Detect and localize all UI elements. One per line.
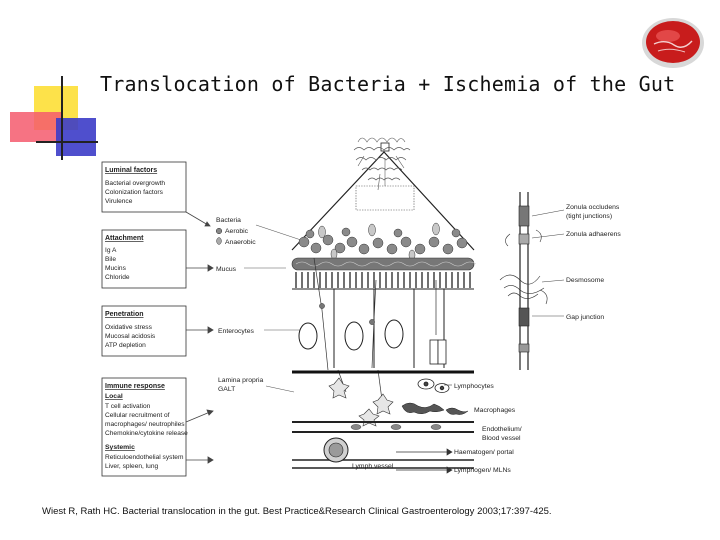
label-blood-vessel: Blood vessel xyxy=(482,435,521,442)
label-macrophages: Macrophages xyxy=(474,407,516,414)
box-luminal-heading: Luminal factors xyxy=(105,167,157,174)
box-luminal-line: Bacterial overgrowth xyxy=(105,180,165,187)
legend-aerobic-dot xyxy=(215,227,223,235)
microvilli xyxy=(295,272,471,288)
decor-pink-bar xyxy=(10,112,62,142)
box-immune-systemic: Systemic xyxy=(105,444,135,451)
box-attachment-line: Ig A xyxy=(105,247,117,254)
box-penetration-line: Oxidative stress xyxy=(105,324,153,331)
label-tight-junctions: (tight junctions) xyxy=(566,213,612,220)
box-immune-line: Cellular recruitment of xyxy=(105,412,170,419)
label-endothelium: Endothelium/ xyxy=(482,426,522,433)
decor-vertical-line xyxy=(61,76,63,160)
label-aerobic: Aerobic xyxy=(225,228,249,235)
label-gap-junction: Gap junction xyxy=(566,314,604,321)
label-anaerobic: Anaerobic xyxy=(225,239,256,246)
label-lymph-vessel: Lymph vessel xyxy=(352,463,394,470)
box-immune-line: T cell activation xyxy=(105,403,151,410)
box-attachment-line: Chloride xyxy=(105,274,130,281)
label-zonula-occludens: Zonula occludens xyxy=(566,204,620,211)
immune-cells xyxy=(328,377,394,427)
box-immune-line: Chemokine/cytokine release xyxy=(105,430,188,437)
label-haematogen-portal: Haematogen/ portal xyxy=(454,449,514,456)
box-penetration-line: ATP depletion xyxy=(105,342,146,349)
label-galt: GALT xyxy=(218,386,235,393)
box-immune-line: macrophages/ neutrophiles xyxy=(105,421,185,428)
mucus-layer xyxy=(291,257,475,271)
legend-anaerobic-dot xyxy=(216,237,222,245)
box-luminal-line: Colonization factors xyxy=(105,189,164,196)
box-immune-local: Local xyxy=(105,393,123,400)
box-attachment-line: Bile xyxy=(105,256,116,263)
petri-dish-image xyxy=(642,18,704,68)
label-bacteria: Bacteria xyxy=(216,217,241,224)
label-lamina-propria: Lamina propria xyxy=(218,377,264,384)
box-penetration-line: Mucosal acidosis xyxy=(105,333,156,340)
label-desmosome: Desmosome xyxy=(566,277,604,284)
bacterial-translocation-diagram: Luminal factors Bacterial overgrowth Col… xyxy=(101,137,621,477)
citation: Wiest R, Rath HC. Bacterial translocatio… xyxy=(42,506,552,517)
box-immune-line: Reticuloendothelial system xyxy=(105,454,184,461)
bacteria-layer xyxy=(298,227,468,255)
slide-title: Translocation of Bacteria + Ischemia of … xyxy=(100,72,676,96)
box-immune-line: Liver, spleen, lung xyxy=(105,463,158,470)
label-enterocytes: Enterocytes xyxy=(218,328,254,335)
label-zonula-adhaerens: Zonula adhaerens xyxy=(566,231,621,238)
tight-junction-detail xyxy=(499,192,548,370)
box-immune-heading: Immune response xyxy=(105,383,165,390)
decor-horizontal-line xyxy=(36,141,98,143)
box-penetration-heading: Penetration xyxy=(105,311,144,318)
villus-tissue-sketch xyxy=(353,137,411,191)
box-attachment-heading: Attachment xyxy=(105,235,144,242)
box-luminal-line: Virulence xyxy=(105,198,133,205)
label-lymphocytes: Lymphocytes xyxy=(454,383,494,390)
enterocyte-cells xyxy=(298,289,445,368)
label-mucus: Mucus xyxy=(216,266,237,273)
label-lymphogen-mlns: Lymphogen/ MLNs xyxy=(454,467,511,474)
box-attachment-line: Mucins xyxy=(105,265,127,272)
